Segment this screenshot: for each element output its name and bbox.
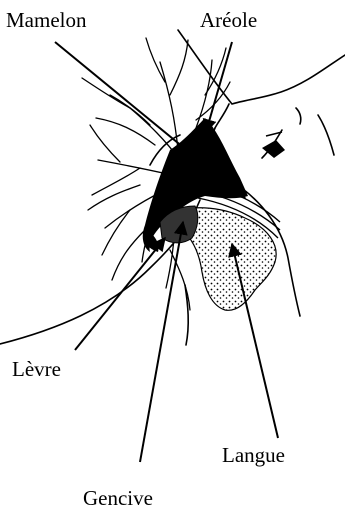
mamelon-pointer — [55, 42, 245, 198]
levre-pointer — [75, 238, 165, 350]
label-gencive: Gencive — [83, 488, 153, 509]
label-langue: Langue — [222, 445, 285, 466]
label-levre: Lèvre — [12, 359, 61, 380]
label-mamelon: Mamelon — [6, 10, 86, 31]
label-areole: Aréole — [200, 10, 257, 31]
gencive-pointer — [140, 222, 183, 462]
